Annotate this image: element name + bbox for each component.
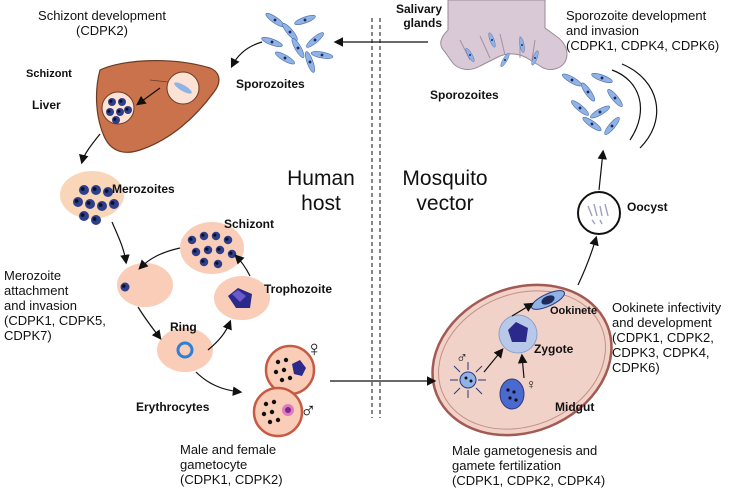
trophozoite-cell: [214, 276, 270, 320]
cycle-arrows: [79, 37, 608, 396]
midgut-shape: [431, 283, 613, 437]
caption-gametogenesis-line1: Male gametogenesis and: [452, 443, 598, 458]
male-symbol-midgut: ♂: [456, 350, 468, 367]
human-host-title: Human host: [276, 166, 366, 216]
label-ring: Ring: [170, 320, 197, 334]
caption-merozoite-line5: CDPK7): [4, 328, 52, 343]
caption-gametocyte-line3: (CDPK1, CDPK2): [180, 472, 283, 487]
ring-cell: [157, 328, 213, 372]
caption-gametocyte: Male and female gametocyte (CDPK1, CDPK2…: [180, 442, 283, 487]
caption-ookinete-line4: CDPK3, CDPK4,: [612, 345, 710, 360]
caption-gametocyte-line2: gametocyte: [180, 457, 248, 472]
caption-schizont-development-line2: (CDPK2): [75, 23, 128, 38]
caption-schizont-development: Schizont development (CDPK2): [26, 8, 178, 38]
caption-sporozoite-line3: (CDPK1, CDPK4, CDPK6): [566, 38, 720, 53]
caption-merozoite-line2: attachment: [4, 283, 69, 298]
human-host-line1: Human: [287, 167, 355, 190]
oocyst-shape: [577, 191, 621, 235]
sporozoites-cluster-right: [560, 63, 658, 149]
caption-sporozoite-development: Sporozoite development and invasion (CDP…: [566, 8, 719, 53]
attachment-cell: [117, 263, 173, 307]
label-zygote: Zygote: [534, 342, 574, 356]
caption-merozoite-line3: and invasion: [4, 298, 77, 313]
caption-sporozoite-line1: Sporozoite development: [566, 8, 707, 23]
label-salivary-glands: Salivary glands: [384, 2, 442, 30]
mosquito-vector-line1: Mosquito: [402, 167, 488, 190]
label-merozoites: Merozoites: [112, 182, 175, 196]
male-gametocyte-cell: [252, 386, 304, 438]
caption-ookinete-line1: Ookinete infectivity: [612, 300, 722, 315]
label-salivary-line1: Salivary: [395, 2, 442, 16]
caption-gametocyte-line1: Male and female: [180, 442, 277, 457]
schizont-blood-cell: [180, 222, 244, 274]
caption-merozoite-line4: (CDPK1, CDPK5,: [4, 313, 106, 328]
caption-sporozoite-line2: and invasion: [566, 23, 639, 38]
male-symbol: ♂: [300, 398, 317, 423]
caption-gametogenesis-line2: gamete fertilization: [452, 458, 562, 473]
label-liver: Liver: [32, 98, 61, 112]
caption-ookinete-line5: CDPK6): [612, 360, 660, 375]
caption-schizont-development-line1: Schizont development: [38, 8, 166, 23]
caption-gametogenesis-line3: (CDPK1, CDPK2, CDPK4): [452, 473, 606, 488]
liver-shape: [95, 60, 220, 153]
label-erythrocytes: Erythrocytes: [136, 400, 210, 414]
label-ookinete: Ookinete: [550, 305, 598, 317]
merozoites-cluster: [60, 171, 124, 225]
sporozoites-cluster-left: [260, 10, 334, 74]
salivary-glands-shape: [440, 0, 568, 70]
caption-ookinete-development: Ookinete infectivity and development (CD…: [612, 300, 721, 375]
caption-ookinete-line3: (CDPK1, CDPK2,: [612, 330, 714, 345]
caption-gametogenesis: Male gametogenesis and gamete fertilizat…: [452, 443, 605, 488]
label-schizont-blood: Schizont: [224, 217, 274, 231]
label-sporozoites-left: Sporozoites: [236, 77, 305, 91]
label-sporozoites-right: Sporozoites: [430, 88, 499, 102]
female-symbol: ♀: [306, 336, 323, 361]
label-oocyst: Oocyst: [627, 200, 668, 214]
caption-merozoite-line1: Merozoite: [4, 268, 62, 283]
female-symbol-midgut: ♀: [526, 376, 537, 392]
mosquito-vector-line2: vector: [416, 192, 474, 215]
human-host-line2: host: [301, 192, 341, 215]
caption-merozoite-invasion: Merozoite attachment and invasion (CDPK1…: [4, 268, 106, 343]
label-midgut: Midgut: [555, 400, 595, 414]
label-trophozoite: Trophozoite: [264, 282, 332, 296]
caption-ookinete-line2: and development: [612, 315, 712, 330]
mosquito-vector-title: Mosquito vector: [390, 166, 500, 216]
label-schizont-liver: Schizont: [26, 68, 72, 80]
label-salivary-line2: glands: [403, 16, 442, 30]
